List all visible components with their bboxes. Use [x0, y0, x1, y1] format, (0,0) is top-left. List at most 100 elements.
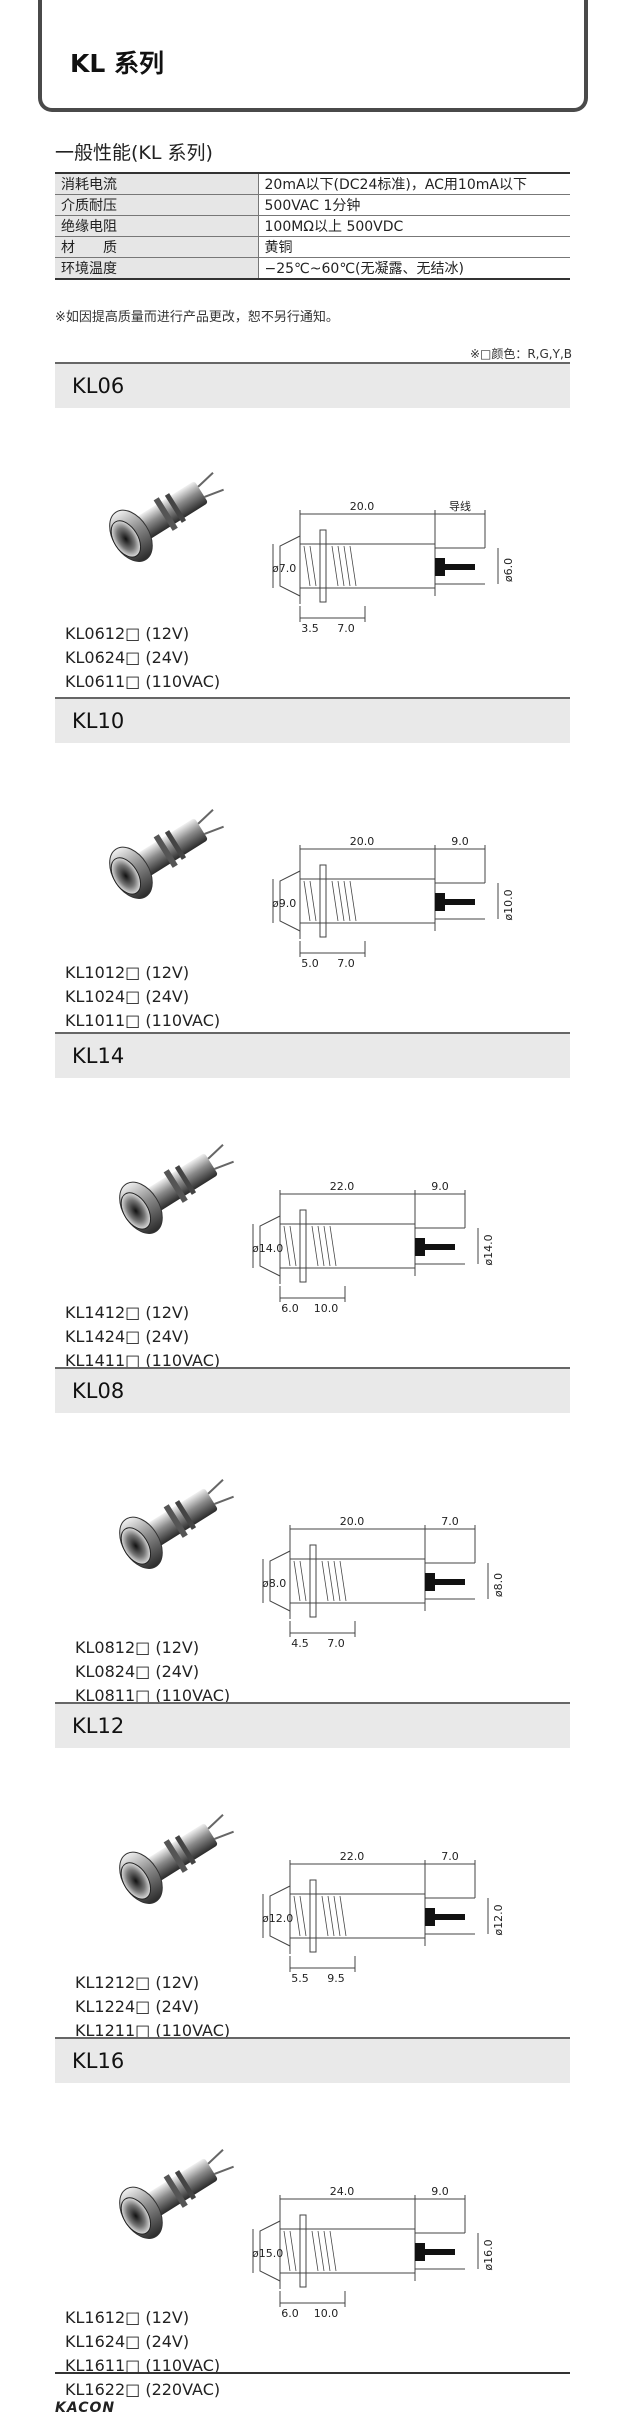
section-header-kl08: KL08 [55, 1367, 570, 1413]
page-title: KL 系列 [70, 49, 165, 78]
section-title: KL06 [72, 374, 125, 398]
indicator-lamp-photo [119, 2149, 234, 2239]
body-diameter-dim: ø12.0 [492, 1904, 505, 1935]
dimension-drawing: 22.0 9.0 ø14.0 ø14.0 6.0 10.0 [252, 1180, 495, 1315]
section-title: KL08 [72, 1379, 125, 1403]
model-item: KL1612□ (12V) [65, 2308, 190, 2327]
panel-dim: 9.5 [327, 1972, 345, 1985]
model-item: KL1412□ (12V) [65, 1303, 190, 1322]
spec-value: 20mA以下(DC24标准)，AC用10mA以下 [258, 172, 570, 195]
panel-dim: 7.0 [327, 1637, 345, 1650]
model-item: KL1024□ (24V) [65, 987, 190, 1006]
panel-dim: 7.0 [337, 622, 355, 635]
lead-dim: 9.0 [431, 2185, 449, 2198]
model-item: KL1012□ (12V) [65, 963, 190, 982]
spec-title: 一般性能(KL 系列) [55, 142, 213, 164]
product-block: KL1412□ (12V) KL1424□ (24V) KL1411□ (110… [55, 1078, 570, 1394]
spec-key: 材 质 [55, 236, 259, 258]
length-dim: 22.0 [340, 1850, 365, 1863]
model-item: KL0624□ (24V) [65, 648, 190, 667]
length-dim: 22.0 [330, 1180, 355, 1193]
model-item: KL0811□ (110VAC) [75, 1686, 231, 1705]
model-item: KL1622□ (220VAC) [65, 2380, 221, 2399]
body-diameter-dim: ø10.0 [502, 889, 515, 920]
body-diameter-dim: ø14.0 [482, 1234, 495, 1265]
product-block: KL0812□ (12V) KL0824□ (24V) KL0811□ (110… [55, 1413, 570, 1729]
section-header-kl06: KL06 [55, 362, 570, 408]
spec-key: 介质耐压 [55, 194, 259, 216]
model-item: KL1611□ (110VAC) [65, 2356, 221, 2375]
front-diameter-dim: ø14.0 [252, 1242, 283, 1255]
body-diameter-dim: ø6.0 [502, 558, 515, 582]
model-item: KL0824□ (24V) [75, 1662, 200, 1681]
spec-value: 500VAC 1分钟 [258, 194, 570, 216]
product-block: KL1612□ (12V) KL1624□ (24V) KL1611□ (110… [55, 2083, 570, 2399]
flange-dim: 5.5 [291, 1972, 309, 1985]
product-block: KL1012□ (12V) KL1024□ (24V) KL1011□ (110… [55, 743, 570, 1054]
model-item: KL1411□ (110VAC) [65, 1351, 221, 1370]
dimension-drawing: 24.0 9.0 ø15.0 ø16.0 6.0 10.0 [252, 2185, 495, 2320]
lead-dim: 7.0 [441, 1515, 459, 1528]
product-block: KL0612□ (12V) KL0624□ (24V) KL0611□ (110… [55, 408, 570, 715]
dimension-drawing: 22.0 7.0 ø12.0 ø12.0 5.5 9.5 [262, 1850, 505, 1985]
spec-key: 绝缘电阻 [55, 215, 259, 237]
product-block: KL1212□ (12V) KL1224□ (24V) KL1211□ (110… [55, 1748, 570, 2064]
body-diameter-dim: ø8.0 [492, 1573, 505, 1597]
flange-dim: 3.5 [301, 622, 319, 635]
model-item: KL1211□ (110VAC) [75, 2021, 231, 2040]
spec-row: 材 质黄铜 [55, 236, 570, 258]
model-item: KL1011□ (110VAC) [65, 1011, 221, 1030]
model-item: KL1224□ (24V) [75, 1997, 200, 2016]
panel-dim: 10.0 [314, 1302, 339, 1315]
section-header-kl16: KL16 [55, 2037, 570, 2083]
dimension-drawing: 20.0 9.0 ø9.0 ø10.0 5.0 7.0 [272, 835, 515, 970]
panel-dim: 10.0 [314, 2307, 339, 2320]
flange-dim: 5.0 [301, 957, 319, 970]
length-dim: 20.0 [340, 1515, 365, 1528]
length-dim: 20.0 [350, 500, 375, 513]
section-title: KL10 [72, 709, 125, 733]
change-notice: ※如因提高质量而进行产品更改，恕不另行通知。 [55, 310, 339, 325]
color-options-note: ※□颜色：R,G,Y,B [469, 347, 572, 361]
dimension-drawing: 20.0 导线 ø7.0 ø6.0 3.5 7.0 [272, 499, 515, 635]
length-dim: 24.0 [330, 2185, 355, 2198]
model-item: KL0612□ (12V) [65, 624, 190, 643]
flange-dim: 4.5 [291, 1637, 309, 1650]
front-diameter-dim: ø15.0 [252, 2247, 283, 2260]
flange-dim: 6.0 [281, 1302, 299, 1315]
section-header-kl10: KL10 [55, 697, 570, 743]
kacon-logo: KACON [55, 2400, 116, 2416]
section-title: KL12 [72, 1714, 125, 1738]
spec-key: 消耗电流 [55, 172, 259, 195]
spec-row: 环境温度−25℃~60℃(无凝露、无结冰) [55, 257, 570, 280]
model-item: KL0812□ (12V) [75, 1638, 200, 1657]
spec-key: 环境温度 [55, 257, 259, 280]
model-item: KL1624□ (24V) [65, 2332, 190, 2351]
front-diameter-dim: ø12.0 [262, 1912, 293, 1925]
indicator-lamp-photo [119, 1479, 234, 1569]
panel-dim: 7.0 [337, 957, 355, 970]
section-header-kl12: KL12 [55, 1702, 570, 1748]
footer-divider [55, 2372, 570, 2374]
model-item: KL1424□ (24V) [65, 1327, 190, 1346]
section-title: KL14 [72, 1044, 125, 1068]
indicator-lamp-photo [109, 809, 224, 899]
section-title: KL16 [72, 2049, 125, 2073]
front-diameter-dim: ø8.0 [262, 1577, 286, 1590]
spec-value: −25℃~60℃(无凝露、无结冰) [258, 257, 570, 280]
spec-value: 100MΩ以上 500VDC [258, 215, 570, 237]
title-frame [38, 0, 588, 112]
lead-dim: 9.0 [431, 1180, 449, 1193]
flange-dim: 6.0 [281, 2307, 299, 2320]
model-list: KL1612□ (12V) KL1624□ (24V) KL1611□ (110… [65, 2306, 220, 2402]
model-item: KL0611□ (110VAC) [65, 672, 221, 691]
dimension-drawing: 20.0 7.0 ø8.0 ø8.0 4.5 7.0 [262, 1515, 505, 1650]
body-diameter-dim: ø16.0 [482, 2239, 495, 2270]
model-item: KL1212□ (12V) [75, 1973, 200, 1992]
length-dim: 20.0 [350, 835, 375, 848]
lead-dim: 9.0 [451, 835, 469, 848]
lead-dim: 导线 [449, 499, 471, 513]
